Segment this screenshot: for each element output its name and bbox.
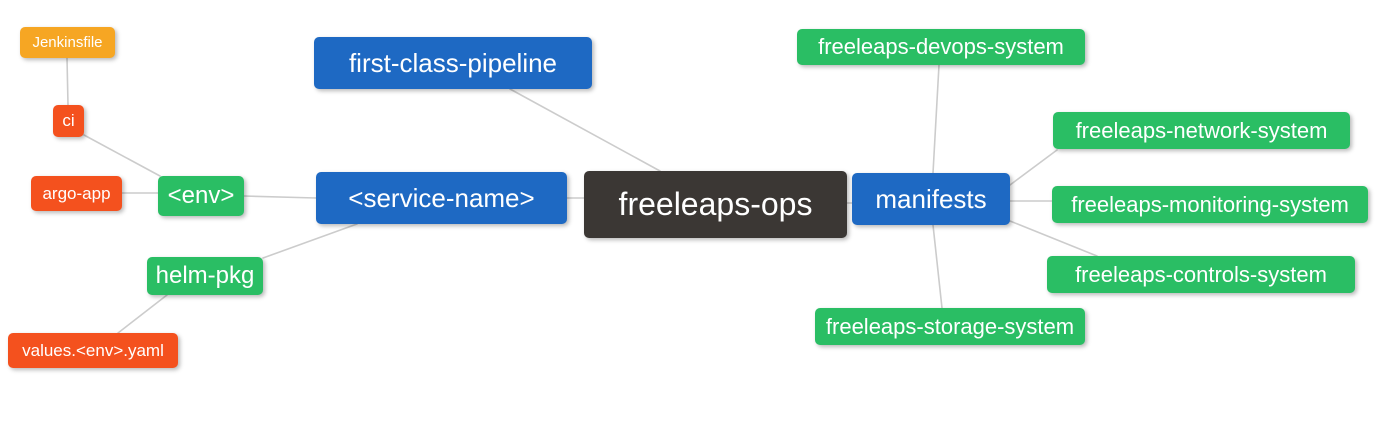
- node-first-class-pipeline[interactable]: first-class-pipeline: [314, 37, 592, 89]
- node-manifests[interactable]: manifests: [852, 173, 1010, 225]
- node-service-name[interactable]: <service-name>: [316, 172, 567, 224]
- node-ci[interactable]: ci: [53, 105, 84, 137]
- edge-jenkinsfile-ci: [66, 57, 69, 106]
- edge-first-class-pipeline-ops: [509, 88, 661, 172]
- node-freeleaps-ops[interactable]: freeleaps-ops: [584, 171, 847, 238]
- node-freeleaps-network-system[interactable]: freeleaps-network-system: [1053, 112, 1350, 149]
- edge-manifests-controls: [1009, 220, 1098, 257]
- node-freeleaps-devops-system[interactable]: freeleaps-devops-system: [797, 29, 1085, 65]
- node-freeleaps-storage-system[interactable]: freeleaps-storage-system: [815, 308, 1085, 345]
- edge-manifests-devops: [932, 64, 940, 174]
- node-jenkinsfile[interactable]: Jenkinsfile: [20, 27, 115, 58]
- edge-manifests-storage: [932, 224, 943, 309]
- node-freeleaps-controls-system[interactable]: freeleaps-controls-system: [1047, 256, 1355, 293]
- node-argo-app[interactable]: argo-app: [31, 176, 122, 211]
- edge-env-service-name: [243, 195, 317, 199]
- node-values-env-yaml[interactable]: values.<env>.yaml: [8, 333, 178, 368]
- node-helm-pkg[interactable]: helm-pkg: [147, 257, 263, 295]
- edge-manifests-network: [1009, 149, 1058, 186]
- edge-helm-pkg-service-name: [262, 223, 358, 259]
- node-env[interactable]: <env>: [158, 176, 244, 216]
- node-freeleaps-monitoring-system[interactable]: freeleaps-monitoring-system: [1052, 186, 1368, 223]
- edge-ci-env: [83, 134, 161, 177]
- edge-values-helm-pkg: [117, 294, 168, 334]
